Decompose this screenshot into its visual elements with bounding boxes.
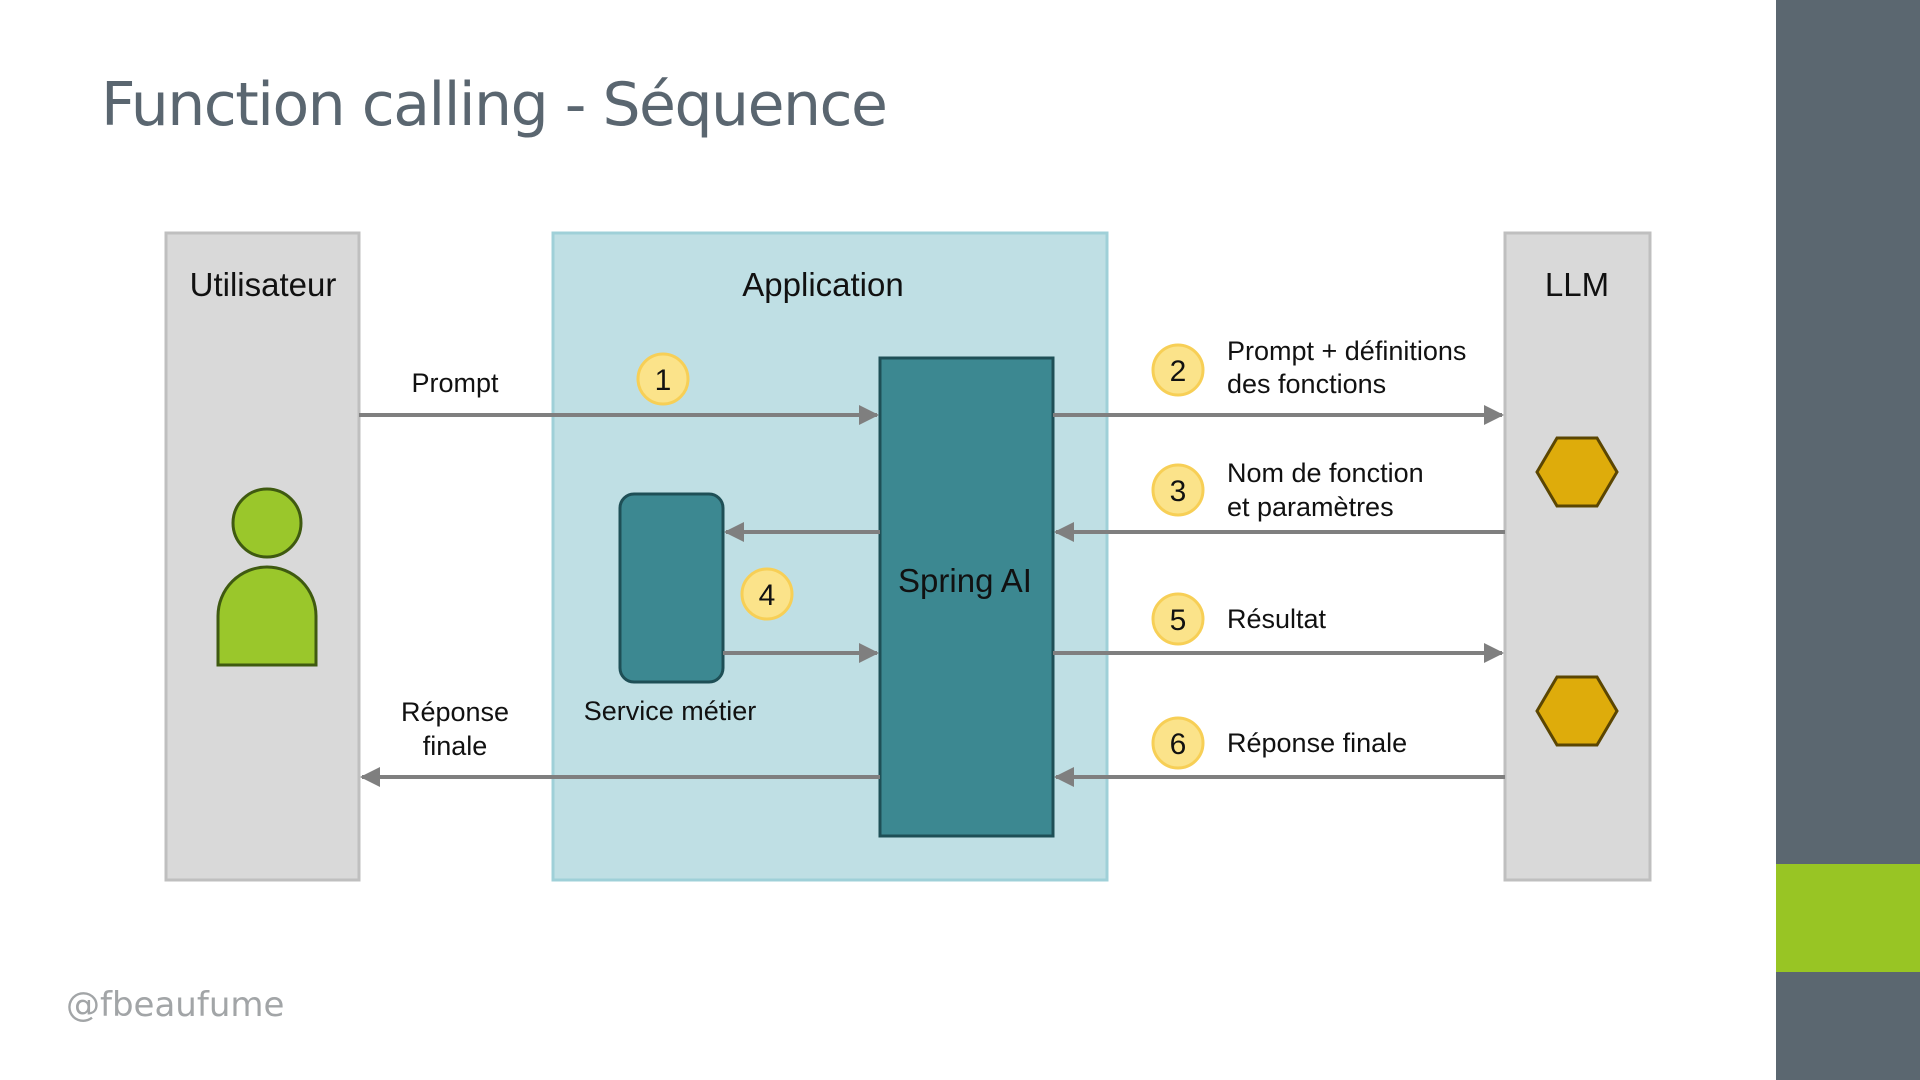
step-number: 5 [1170,604,1187,637]
label-final-response: Réponse finale [1227,728,1407,758]
llm-hexagon-icon [1535,675,1619,747]
llm-lane [1503,231,1652,882]
step-badge-4: 4 [740,567,794,621]
step-badge-1: 1 [636,352,690,406]
label-function-name-line1: Nom de fonction [1227,458,1424,488]
step-number: 2 [1170,355,1187,388]
step-number: 1 [655,364,672,397]
step-badge-3: 3 [1151,463,1205,517]
label-final-to-user-line1: Réponse [401,697,509,727]
step-number: 4 [759,579,776,612]
service-label: Service métier [584,696,757,726]
spring-ai-box [878,356,1055,838]
user-icon [216,487,318,667]
label-function-name-line2: et paramètres [1227,492,1394,522]
step-badge-6: 6 [1151,716,1205,770]
step-badge-5: 5 [1151,592,1205,646]
author-handle: @fbeaufume [66,985,285,1025]
llm-lane-header: LLM [1545,266,1609,303]
service-box [618,492,725,684]
label-final-to-user-line2: finale [423,731,488,761]
label-prompt-definitions-line1: Prompt + définitions [1227,336,1466,366]
step-badge-2: 2 [1151,343,1205,397]
step-number: 3 [1170,475,1187,508]
label-result: Résultat [1227,604,1327,634]
application-lane-header: Application [742,266,903,303]
label-prompt: Prompt [411,368,499,398]
spring-ai-label: Spring AI [898,562,1032,599]
side-decoration-accent [1776,864,1920,972]
user-lane-header: Utilisateur [190,266,337,303]
step-number: 6 [1170,728,1187,761]
llm-hexagon-icon [1535,436,1619,508]
page-title: Function calling - Séquence [101,70,888,140]
label-prompt-definitions-line2: des fonctions [1227,369,1386,399]
